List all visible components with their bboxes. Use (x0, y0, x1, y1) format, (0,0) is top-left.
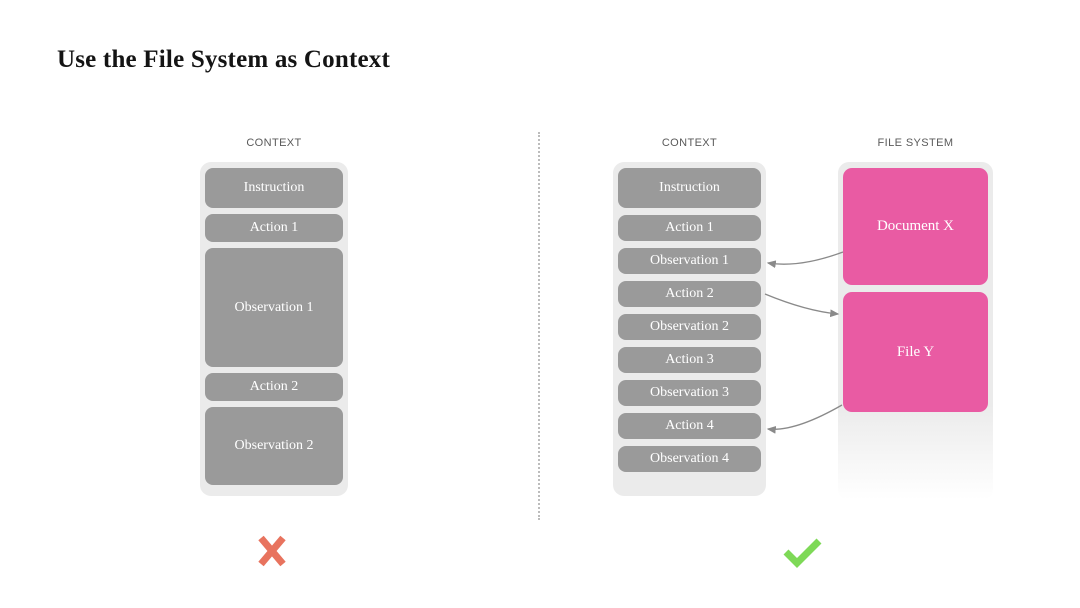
context-box-observation-1: Observation 1 (205, 248, 343, 367)
arrow-filey-to-action4 (766, 404, 843, 434)
context-box-observation-2: Observation 2 (618, 314, 761, 340)
left-context-header: CONTEXT (246, 137, 302, 149)
file-system-container: Document X File Y (838, 162, 993, 500)
divider (538, 132, 540, 520)
context-box-action-1: Action 1 (618, 215, 761, 241)
context-box-action-4: Action 4 (618, 413, 761, 439)
left-context-container: Instruction Action 1 Observation 1 Actio… (200, 162, 348, 496)
context-box-observation-4: Observation 4 (618, 446, 761, 472)
context-box-action-3: Action 3 (618, 347, 761, 373)
arrow-documentx-to-observation1 (766, 251, 844, 269)
context-box-action-1: Action 1 (205, 214, 343, 242)
context-box-observation-2: Observation 2 (205, 407, 343, 485)
context-box-action-2: Action 2 (205, 373, 343, 401)
context-box-instruction: Instruction (618, 168, 761, 208)
check-icon (783, 538, 822, 568)
cross-icon (258, 535, 286, 567)
page-title: Use the File System as Context (57, 46, 391, 73)
right-context-header: CONTEXT (661, 137, 718, 149)
right-context-container: Instruction Action 1 Observation 1 Actio… (613, 162, 766, 496)
context-box-action-2: Action 2 (618, 281, 761, 307)
context-box-instruction: Instruction (205, 168, 343, 208)
context-box-observation-3: Observation 3 (618, 380, 761, 406)
file-box-document-x: Document X (843, 168, 988, 285)
context-box-observation-1: Observation 1 (618, 248, 761, 274)
file-box-file-y: File Y (843, 292, 988, 412)
file-system-header: FILE SYSTEM (877, 137, 954, 149)
arrow-action2-to-filey (764, 293, 840, 318)
